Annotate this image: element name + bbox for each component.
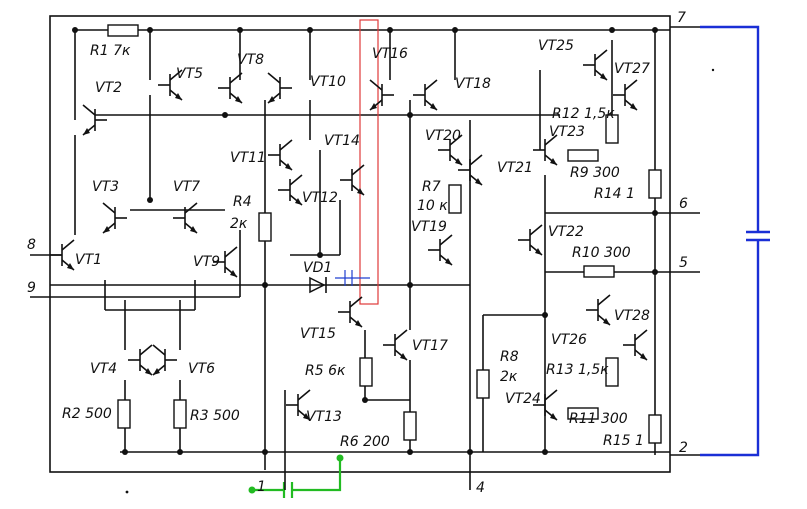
label-vt12: VT12	[302, 190, 338, 206]
transistor-21	[458, 154, 483, 186]
pin-7: 7	[677, 10, 686, 26]
pin-labels: 7 6 5 2 8 9 1 4	[27, 10, 688, 496]
transistor-2	[82, 104, 107, 136]
label-vt13: VT13	[306, 409, 342, 425]
label-vt26: VT26	[551, 332, 587, 348]
chip-outline	[49, 15, 671, 473]
pin-2: 2	[679, 440, 688, 456]
transistor-11	[268, 139, 293, 171]
wiring	[74, 30, 656, 490]
aux-capacitor	[248, 454, 344, 498]
label-r8-val: 2к	[500, 369, 518, 385]
label-vt11: VT11	[230, 150, 266, 166]
pin-5: 5	[679, 255, 688, 271]
label-r2: R2 500	[62, 406, 112, 422]
label-vt19: VT19	[411, 219, 447, 235]
label-vt15: VT15	[300, 326, 336, 342]
diode-vd1	[309, 276, 327, 294]
label-vt17: VT17	[412, 338, 448, 354]
label-vt3: VT3	[92, 179, 119, 195]
transistor-24	[533, 389, 558, 421]
label-vt1: VT1	[75, 252, 102, 268]
label-vt9: VT9	[193, 254, 220, 270]
label-vt28: VT28	[614, 308, 650, 324]
label-vt6: VT6	[188, 361, 215, 377]
label-vt7: VT7	[173, 179, 200, 195]
transistor-22	[518, 224, 543, 256]
vd1-capacitor	[335, 270, 370, 286]
transistor-10	[267, 72, 292, 104]
label-vt27: VT27	[614, 61, 650, 77]
transistor-3	[102, 202, 127, 234]
label-vt14: VT14	[324, 133, 360, 149]
power-rails	[30, 26, 700, 456]
label-vt20: VT20	[425, 128, 461, 144]
label-r14: R14 1	[594, 186, 635, 202]
transistor-25	[583, 49, 608, 81]
label-r13: R13 1,5к	[546, 362, 609, 378]
label-vt5: VT5	[176, 66, 203, 82]
pin-4: 4	[476, 480, 485, 496]
label-vt10: VT10	[310, 74, 346, 90]
label-r4: R4	[233, 194, 252, 210]
transistor-27	[613, 79, 638, 111]
transistor-16	[369, 79, 394, 111]
junction-dots	[72, 27, 658, 455]
transistor-17	[383, 329, 408, 361]
label-r10: R10 300	[572, 245, 631, 261]
pin-9: 9	[27, 280, 36, 296]
label-vt21: VT21	[497, 160, 533, 176]
label-r11: R11 300	[569, 411, 628, 427]
transistor-5	[158, 69, 183, 101]
transistor-19	[428, 234, 453, 266]
component-labels: R1 7к VT2 VT5 VT8 VT10 VT16 VT18 VT25 VT…	[62, 38, 650, 450]
highlight-box	[359, 19, 379, 305]
label-vt2: VT2	[95, 80, 122, 96]
transistor-15	[338, 296, 363, 328]
label-r7-val: 10 к	[417, 198, 448, 214]
pin-8: 8	[27, 237, 36, 253]
label-r5: R5 6к	[305, 363, 346, 379]
label-r15: R15 1	[603, 433, 644, 449]
label-vt4: VT4	[90, 361, 117, 377]
label-vt24: VT24	[505, 391, 541, 407]
transistor-1	[50, 239, 75, 271]
transistor-23	[533, 134, 558, 166]
transistor-13	[286, 389, 311, 421]
label-r8: R8	[500, 349, 519, 365]
transistor-8	[218, 72, 243, 104]
transistor-4	[128, 344, 153, 376]
transistor-26	[586, 294, 611, 326]
transistor-20	[438, 134, 463, 166]
pin-1: 1	[257, 479, 266, 495]
resistor-symbols	[107, 24, 662, 444]
label-vt8: VT8	[237, 52, 264, 68]
label-vt22: VT22	[548, 224, 584, 240]
transistor-symbols	[50, 49, 648, 421]
transistor-18	[413, 79, 438, 111]
label-vt18: VT18	[455, 76, 491, 92]
label-r4-val: 2к	[230, 216, 248, 232]
label-vd1: VD1	[303, 260, 332, 276]
external-capacitor	[700, 25, 770, 457]
label-vt23: VT23	[549, 124, 585, 140]
transistor-28	[623, 329, 648, 361]
transistor-12	[278, 174, 303, 206]
label-r12: R12 1,5к	[552, 106, 615, 122]
label-r6: R6 200	[340, 434, 390, 450]
label-vt16: VT16	[372, 46, 408, 62]
transistor-6	[152, 344, 177, 376]
label-r9: R9 300	[570, 165, 620, 181]
pin-6: 6	[679, 196, 688, 212]
label-r7: R7	[422, 179, 441, 195]
label-r3: R3 500	[190, 408, 240, 424]
label-r1: R1 7к	[90, 43, 131, 59]
transistor-7	[173, 202, 198, 234]
transistor-14	[340, 164, 365, 196]
transistor-9	[213, 246, 238, 278]
label-vt25: VT25	[538, 38, 574, 54]
